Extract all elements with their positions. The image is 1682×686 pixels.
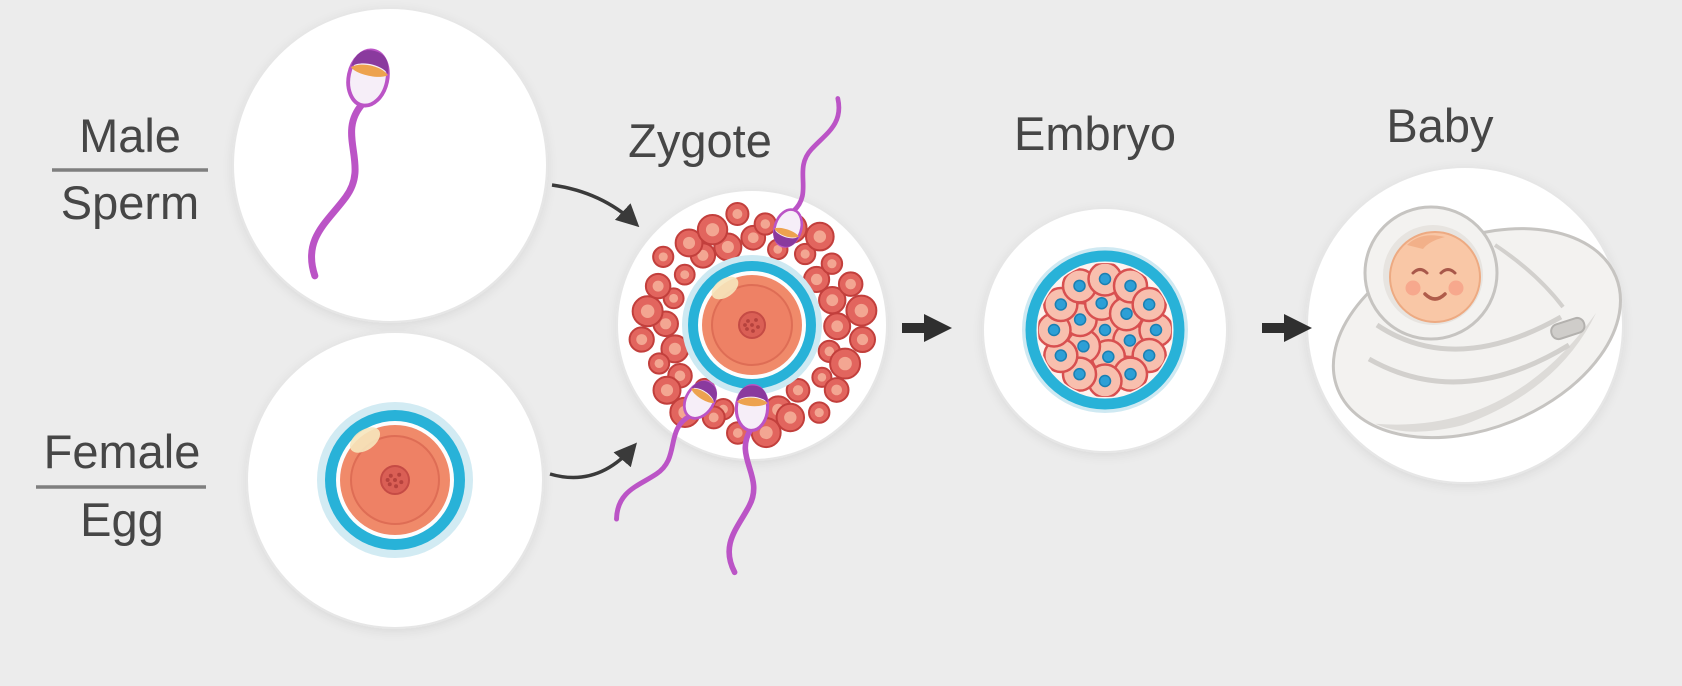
blanket-clasp — [1550, 316, 1586, 341]
baby-cheek-right — [1448, 280, 1464, 296]
embryo-illustration — [1022, 247, 1188, 413]
zygote-illustration — [611, 92, 878, 573]
sperm-label: Sperm — [61, 176, 199, 229]
embryo-cells — [1038, 263, 1172, 397]
arrow-sperm-to-zygote — [551, 183, 640, 228]
female-label: Female — [44, 425, 201, 478]
arrow-embryo-to-baby — [1262, 314, 1312, 342]
female-egg-label: Female Egg — [36, 425, 206, 546]
arrow-egg-to-zygote — [549, 442, 637, 480]
baby-cheek-left — [1405, 280, 1421, 296]
baby-eye-left — [1411, 268, 1429, 275]
arrow-zygote-to-embryo — [902, 314, 952, 342]
zygote-label: Zygote — [628, 114, 772, 167]
male-sperm-label: Male Sperm — [52, 109, 208, 229]
egg-nucleus-dots — [385, 472, 404, 489]
baby-smile — [1423, 292, 1447, 301]
egg-label: Egg — [80, 493, 164, 546]
baby-eye-right — [1439, 268, 1457, 275]
sperm-stage-circle — [232, 7, 548, 323]
baby-face — [1389, 231, 1481, 323]
baby-label: Baby — [1386, 99, 1494, 152]
male-label: Male — [79, 109, 181, 162]
baby-illustration — [1331, 205, 1622, 440]
embryo-label: Embryo — [1014, 107, 1176, 160]
zygote-nucleus-dots — [743, 318, 760, 333]
baby-hair — [1407, 235, 1445, 249]
